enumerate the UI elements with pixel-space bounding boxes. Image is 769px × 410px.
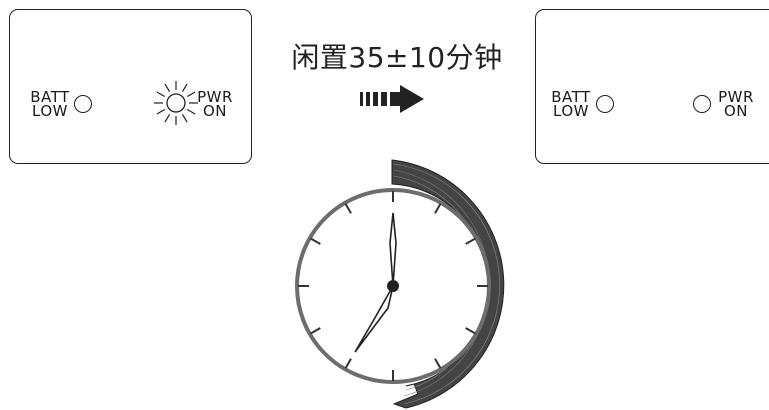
blink-ray <box>164 114 171 123</box>
blink-ray <box>187 91 196 98</box>
clock-tick <box>344 358 352 369</box>
clock-tick <box>465 237 476 245</box>
pwr-on-led-off <box>693 95 711 113</box>
blink-rays-icon <box>154 81 198 125</box>
clock-tick <box>310 327 321 335</box>
blink-ray <box>164 83 171 92</box>
batt-low-led <box>74 95 92 113</box>
clock-icon <box>295 159 505 409</box>
pwr-label-line1: PWR <box>718 88 754 106</box>
pwr-label-line1: PWR <box>197 88 233 106</box>
pwr-label-line2: ON <box>202 102 228 120</box>
pwr-on-label: PWR ON <box>716 88 756 120</box>
clock-hand-12 <box>389 212 397 287</box>
clock-hand-7 <box>354 285 394 353</box>
clock-tick <box>310 237 321 245</box>
clock-tick <box>465 327 476 335</box>
pwr-on-led-blinking <box>166 93 186 113</box>
left-status-panel: BATT LOW PWR ON <box>9 9 252 164</box>
clock-tick <box>434 358 442 369</box>
blink-ray <box>181 114 188 123</box>
batt-label-line1: BATT <box>551 88 591 106</box>
blink-ray <box>181 83 188 92</box>
clock-center <box>387 280 399 292</box>
clock-tick <box>434 203 442 214</box>
right-status-panel: BATT LOW PWR ON <box>535 9 769 164</box>
batt-low-label: BATT LOW <box>30 88 70 120</box>
blink-ray <box>156 91 165 98</box>
idle-duration-title: 闲置35±10分钟 <box>291 41 503 74</box>
clock-tick <box>344 203 352 214</box>
pwr-label-line2: ON <box>723 102 749 120</box>
blink-ray <box>187 108 196 115</box>
batt-low-label: BATT LOW <box>551 88 591 120</box>
dashed-right-arrow-icon <box>360 85 424 113</box>
batt-label-line2: LOW <box>32 102 68 120</box>
batt-label-line1: BATT <box>30 88 70 106</box>
batt-label-line2: LOW <box>553 102 589 120</box>
pwr-on-label: PWR ON <box>195 88 235 120</box>
blink-ray <box>156 108 165 115</box>
batt-low-led <box>596 95 614 113</box>
